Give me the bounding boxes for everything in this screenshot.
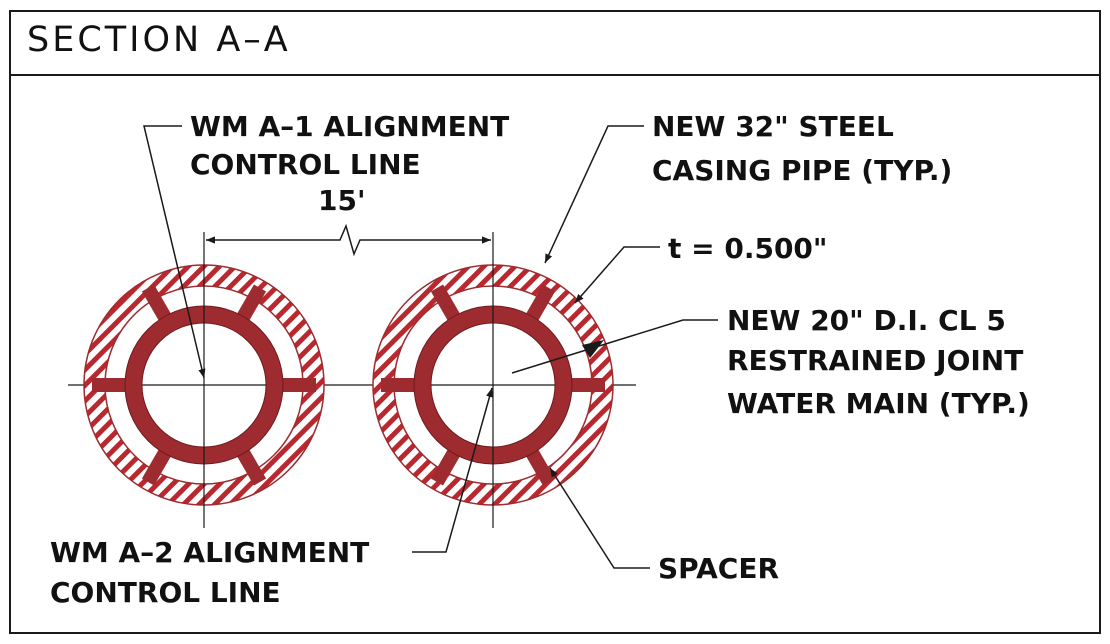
water-main-label-line1: NEW 20" D.I. CL 5 — [727, 304, 1006, 337]
casing-label-line1: NEW 32" STEEL — [652, 110, 894, 143]
pipe-assembly-right — [372, 232, 614, 528]
wm-a2-label-line2: CONTROL LINE — [50, 576, 281, 609]
leader-lines — [143, 125, 718, 569]
leader-thickness — [574, 246, 660, 304]
section-title: SECTION A–A — [27, 20, 291, 60]
leader-casing — [544, 125, 644, 264]
water-main-right — [413, 305, 573, 465]
leader-spacer — [549, 467, 650, 569]
thickness-label: t = 0.500" — [668, 232, 828, 265]
dimension-label: 15' — [318, 184, 366, 217]
wm-a1-label-line2: CONTROL LINE — [190, 148, 421, 181]
spacer-label: SPACER — [658, 552, 779, 585]
leader-wm-a1 — [143, 125, 206, 379]
wm-a1-label-line1: WM A–1 ALIGNMENT — [190, 110, 509, 143]
pipe-assembly-left — [83, 232, 325, 528]
leader-water-main — [511, 319, 718, 374]
title-bar: SECTION A–A — [11, 12, 1099, 76]
water-main-label-line3: WATER MAIN (TYP.) — [727, 387, 1030, 420]
dimension-15ft: 15' — [206, 184, 491, 257]
thickness-arrowheads — [582, 340, 604, 358]
labels: WM A–1 ALIGNMENT CONTROL LINE NEW 32" ST… — [50, 110, 1030, 609]
leader-wm-a2 — [412, 387, 494, 553]
wm-a2-label-line1: WM A–2 ALIGNMENT — [50, 536, 369, 569]
water-main-left — [124, 305, 284, 465]
casing-label-line2: CASING PIPE (TYP.) — [652, 154, 952, 187]
water-main-label-line2: RESTRAINED JOINT — [727, 344, 1023, 377]
